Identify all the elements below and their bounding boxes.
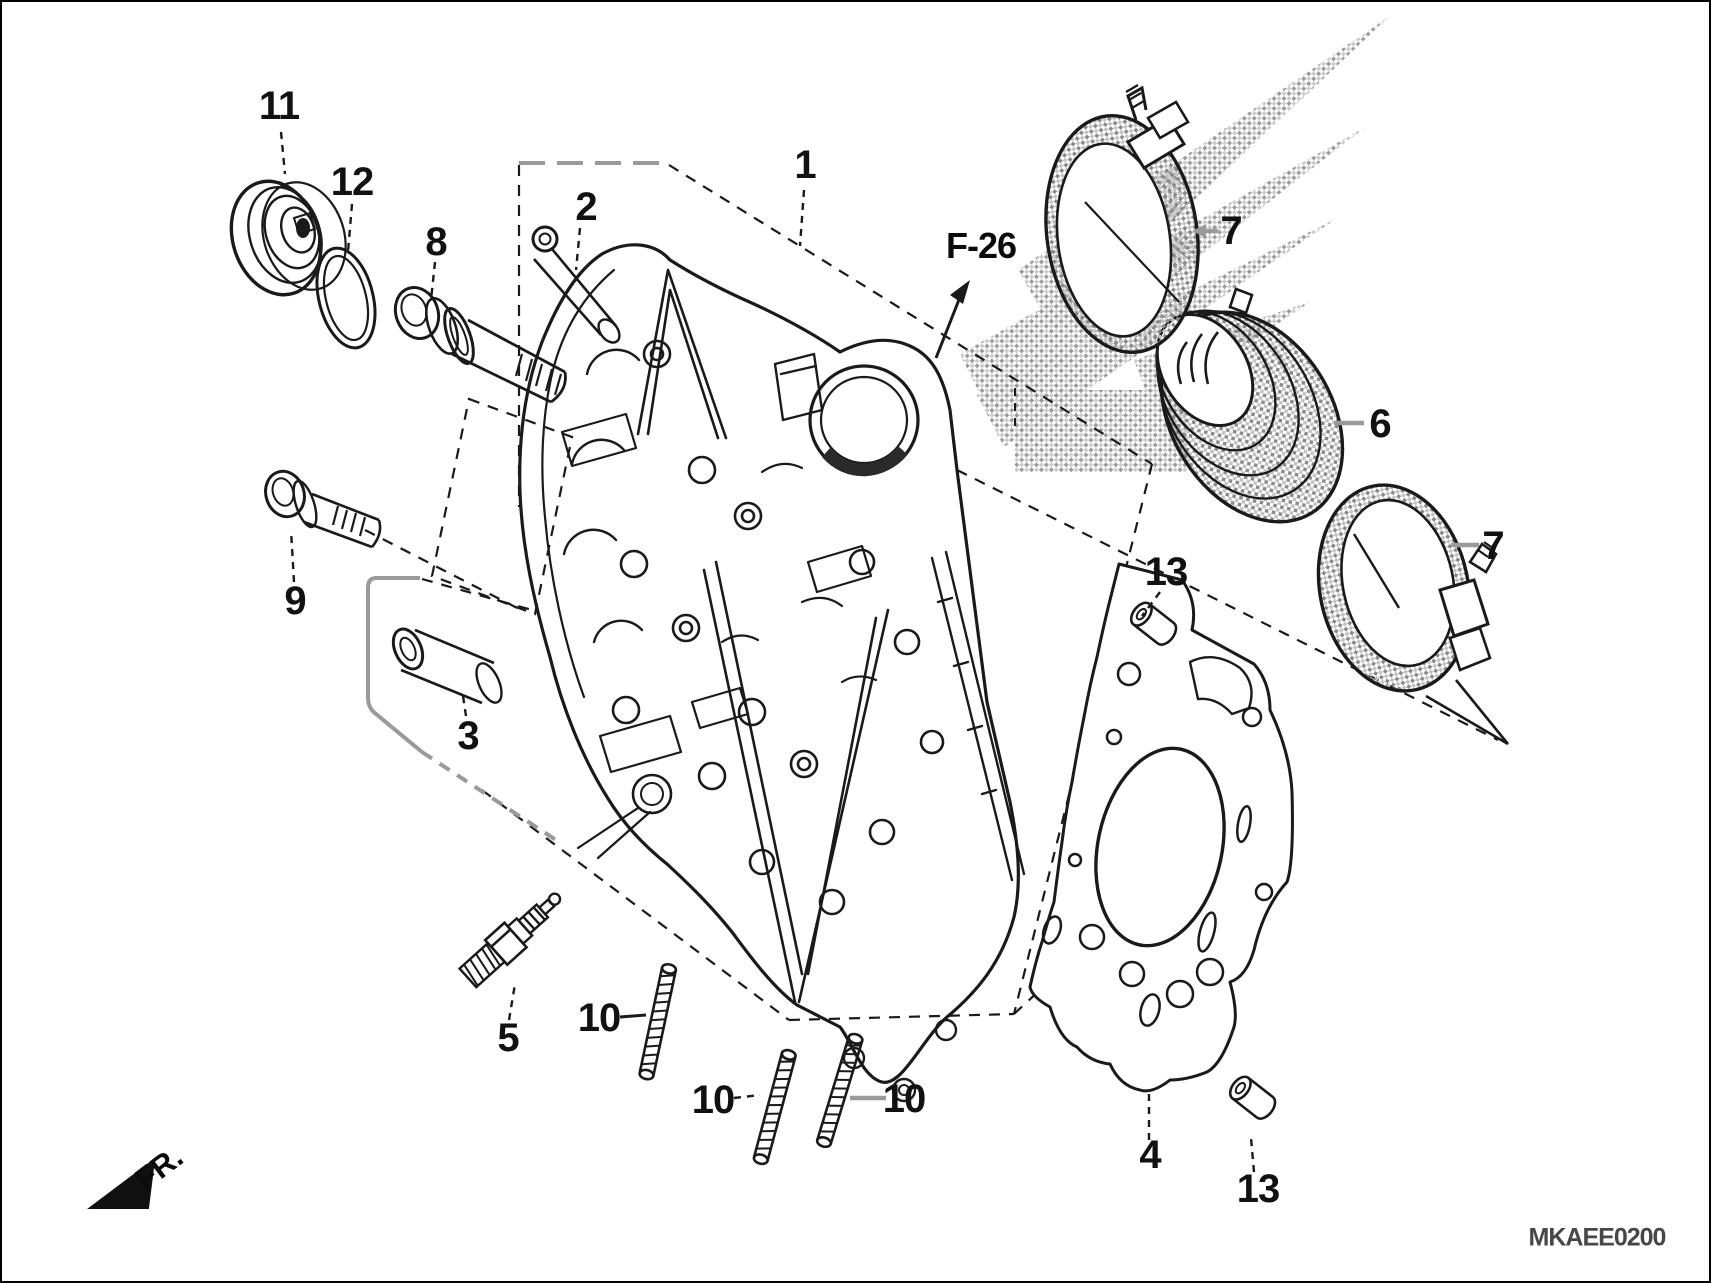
- part-number-label: 10: [577, 996, 621, 1040]
- part-number-label: 2: [575, 185, 597, 229]
- cylinder-head-drawing: [518, 243, 1026, 1103]
- pipe-2-drawing: [531, 225, 621, 344]
- diagram-code: MKAEE0200: [1528, 1223, 1667, 1252]
- part-number-label: 3: [457, 714, 479, 758]
- part-number-label: 8: [425, 220, 447, 264]
- clamp-upper-drawing: [1044, 84, 1200, 355]
- front-direction-arrow: [87, 1157, 156, 1209]
- oring-12-drawing: [315, 246, 377, 350]
- bolt-9-drawing: [264, 469, 382, 549]
- part-number-label: 10: [691, 1078, 735, 1122]
- figure-reference-label: F-26: [945, 225, 1017, 266]
- clamp-lower-drawing: [1316, 483, 1498, 693]
- part-number-label: 7: [1482, 524, 1504, 568]
- head-gasket-drawing: [1028, 562, 1294, 1093]
- part-number-label: 4: [1139, 1133, 1161, 1177]
- part-number-label: 13: [1144, 550, 1188, 594]
- part-number-label: 13: [1236, 1167, 1280, 1211]
- part-number-label: 1: [794, 143, 816, 187]
- part-number-label: 9: [284, 579, 306, 623]
- part-number-label: 11: [258, 84, 300, 128]
- part3-bracket: [366, 576, 564, 846]
- bolt-8-drawing: [393, 286, 567, 404]
- part-number-label: 10: [882, 1077, 926, 1121]
- intake-boot-drawing: [1155, 287, 1345, 524]
- install-arrowhead: [1425, 679, 1510, 746]
- label-leader-solid: [619, 1013, 647, 1019]
- figure-reference-arrow: [934, 280, 970, 359]
- label-leader-lines: [279, 131, 1256, 1173]
- part-number-label: 5: [497, 1016, 519, 1060]
- cap-11-drawing: [229, 179, 347, 297]
- cap-3-drawing: [391, 627, 503, 705]
- part-number-label: 7: [1220, 209, 1242, 253]
- spark-plug-drawing: [457, 892, 562, 989]
- part-number-label: 6: [1369, 402, 1391, 446]
- clamp-leader-arrowhead: [1192, 224, 1206, 238]
- part-number-label: 12: [330, 160, 374, 204]
